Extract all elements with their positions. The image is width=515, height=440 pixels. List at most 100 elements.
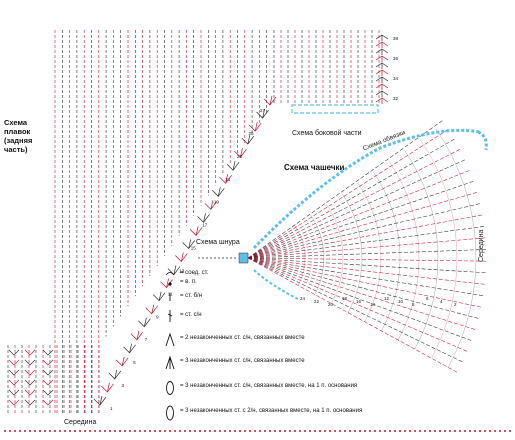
fan-stitch bbox=[108, 369, 122, 380]
row-number: 18 bbox=[342, 296, 348, 301]
row-number: 4 bbox=[440, 299, 443, 304]
stitch-arc bbox=[326, 204, 344, 304]
fan-stitch bbox=[24, 359, 36, 366]
fan-stitch bbox=[8, 349, 20, 356]
row-number: 12 bbox=[384, 296, 390, 301]
fan-stitch bbox=[234, 148, 247, 158]
row-number: 36 bbox=[393, 56, 399, 61]
fan-stitch bbox=[8, 359, 20, 366]
fan-stitch bbox=[375, 55, 389, 62]
chain-symbol bbox=[168, 282, 172, 286]
fan-stitch bbox=[8, 379, 20, 386]
row-number: 13 bbox=[179, 268, 185, 273]
trim-band bbox=[477, 130, 488, 151]
dc2tog-symbol bbox=[165, 332, 175, 347]
panties-chart bbox=[7, 30, 277, 415]
fan-stitch bbox=[226, 161, 240, 171]
row-number: 22 bbox=[314, 299, 320, 304]
fan-stitch bbox=[375, 90, 389, 97]
fan-stitch bbox=[248, 122, 262, 132]
stitch-ray bbox=[247, 257, 481, 320]
stitch-ray bbox=[247, 119, 444, 259]
trim-chart bbox=[252, 128, 488, 301]
fan-stitch bbox=[160, 278, 173, 289]
stitch-ray bbox=[247, 237, 487, 259]
legend-text: = ст. б/н bbox=[180, 293, 203, 299]
fan-stitch bbox=[375, 34, 389, 41]
row-number: 25 bbox=[248, 131, 254, 136]
fan-stitch bbox=[24, 379, 36, 386]
fan-stitch bbox=[8, 369, 20, 376]
fan-stitch bbox=[42, 349, 54, 356]
stitch-arc bbox=[420, 139, 458, 359]
fan-stitch bbox=[152, 291, 166, 302]
stitch-ray bbox=[247, 137, 457, 259]
stitch-ray bbox=[247, 257, 459, 374]
fan-stitch bbox=[182, 239, 195, 250]
fan-stitch bbox=[189, 226, 203, 236]
stitch-ray bbox=[247, 148, 462, 259]
trim-band bbox=[252, 128, 481, 250]
stitch-ray bbox=[247, 257, 474, 342]
row-number: 7 bbox=[145, 337, 148, 342]
fan-stitch bbox=[375, 41, 389, 48]
fan-stitch bbox=[219, 174, 232, 184]
row-number: 5 bbox=[133, 360, 136, 365]
fan-stitch bbox=[204, 200, 218, 210]
stitch-arc bbox=[357, 182, 382, 322]
fan-stitch bbox=[241, 135, 255, 145]
stitch-ray bbox=[247, 257, 486, 297]
fan-stitch bbox=[115, 356, 129, 367]
stitch-ray bbox=[247, 257, 469, 353]
fan-stitch bbox=[42, 389, 54, 396]
stitch-ray bbox=[247, 202, 482, 259]
legend-text: = соед. ст. bbox=[180, 270, 209, 276]
stitch-ray bbox=[247, 257, 487, 285]
side-part-title: Схема боковой части bbox=[292, 130, 362, 137]
legend-text: = в. п. bbox=[180, 279, 197, 285]
row-number: 9 bbox=[156, 314, 159, 319]
legend-text: = ст. с/н bbox=[180, 312, 202, 318]
legend-text: = 3 незаконченных ст. с/н, связанных вме… bbox=[180, 383, 358, 389]
fan-stitch bbox=[145, 304, 159, 315]
stitch-ray bbox=[247, 257, 465, 363]
fan-stitch bbox=[42, 399, 54, 406]
dc3tog-symbol bbox=[165, 355, 175, 370]
row-number: 27 bbox=[260, 108, 266, 113]
row-number: 16 bbox=[356, 299, 362, 304]
stitch-arc bbox=[404, 150, 439, 350]
tr3cl-symbol bbox=[166, 405, 174, 421]
stitch-ray bbox=[247, 257, 477, 331]
row-number: 32 bbox=[393, 96, 399, 101]
row-number: 23 bbox=[237, 154, 243, 159]
cord-title: Схема шнура bbox=[196, 239, 240, 246]
fan-stitch bbox=[197, 213, 210, 223]
legend-text: = 3 незаконченных ст. с/н, связанных вме… bbox=[180, 358, 305, 364]
fan-stitch bbox=[175, 252, 188, 263]
stitch-arc bbox=[341, 193, 363, 313]
fan-stitch bbox=[375, 97, 389, 104]
row-number: 38 bbox=[393, 36, 399, 41]
slip-stitch-symbol bbox=[165, 272, 175, 276]
stitch-ray bbox=[247, 158, 467, 259]
fan-stitch bbox=[130, 330, 144, 341]
fan-stitch bbox=[42, 359, 54, 366]
fan-stitch bbox=[263, 95, 277, 106]
stitch-arc bbox=[310, 214, 325, 295]
fan-stitch bbox=[24, 389, 36, 396]
fan-stitch bbox=[212, 187, 225, 197]
fan-stitch bbox=[375, 76, 389, 83]
row-number: 19 bbox=[214, 200, 220, 205]
fan-stitch bbox=[375, 48, 389, 55]
dc-symbol bbox=[167, 310, 173, 322]
fan-stitch bbox=[93, 395, 107, 406]
row-number: 17 bbox=[202, 223, 208, 228]
fan-stitch bbox=[375, 62, 389, 69]
row-number: 21 bbox=[225, 177, 231, 182]
fan-stitch bbox=[24, 369, 36, 376]
fan-stitch bbox=[375, 83, 389, 90]
stitch-arc bbox=[373, 172, 401, 331]
dc3cl-symbol bbox=[166, 381, 174, 395]
